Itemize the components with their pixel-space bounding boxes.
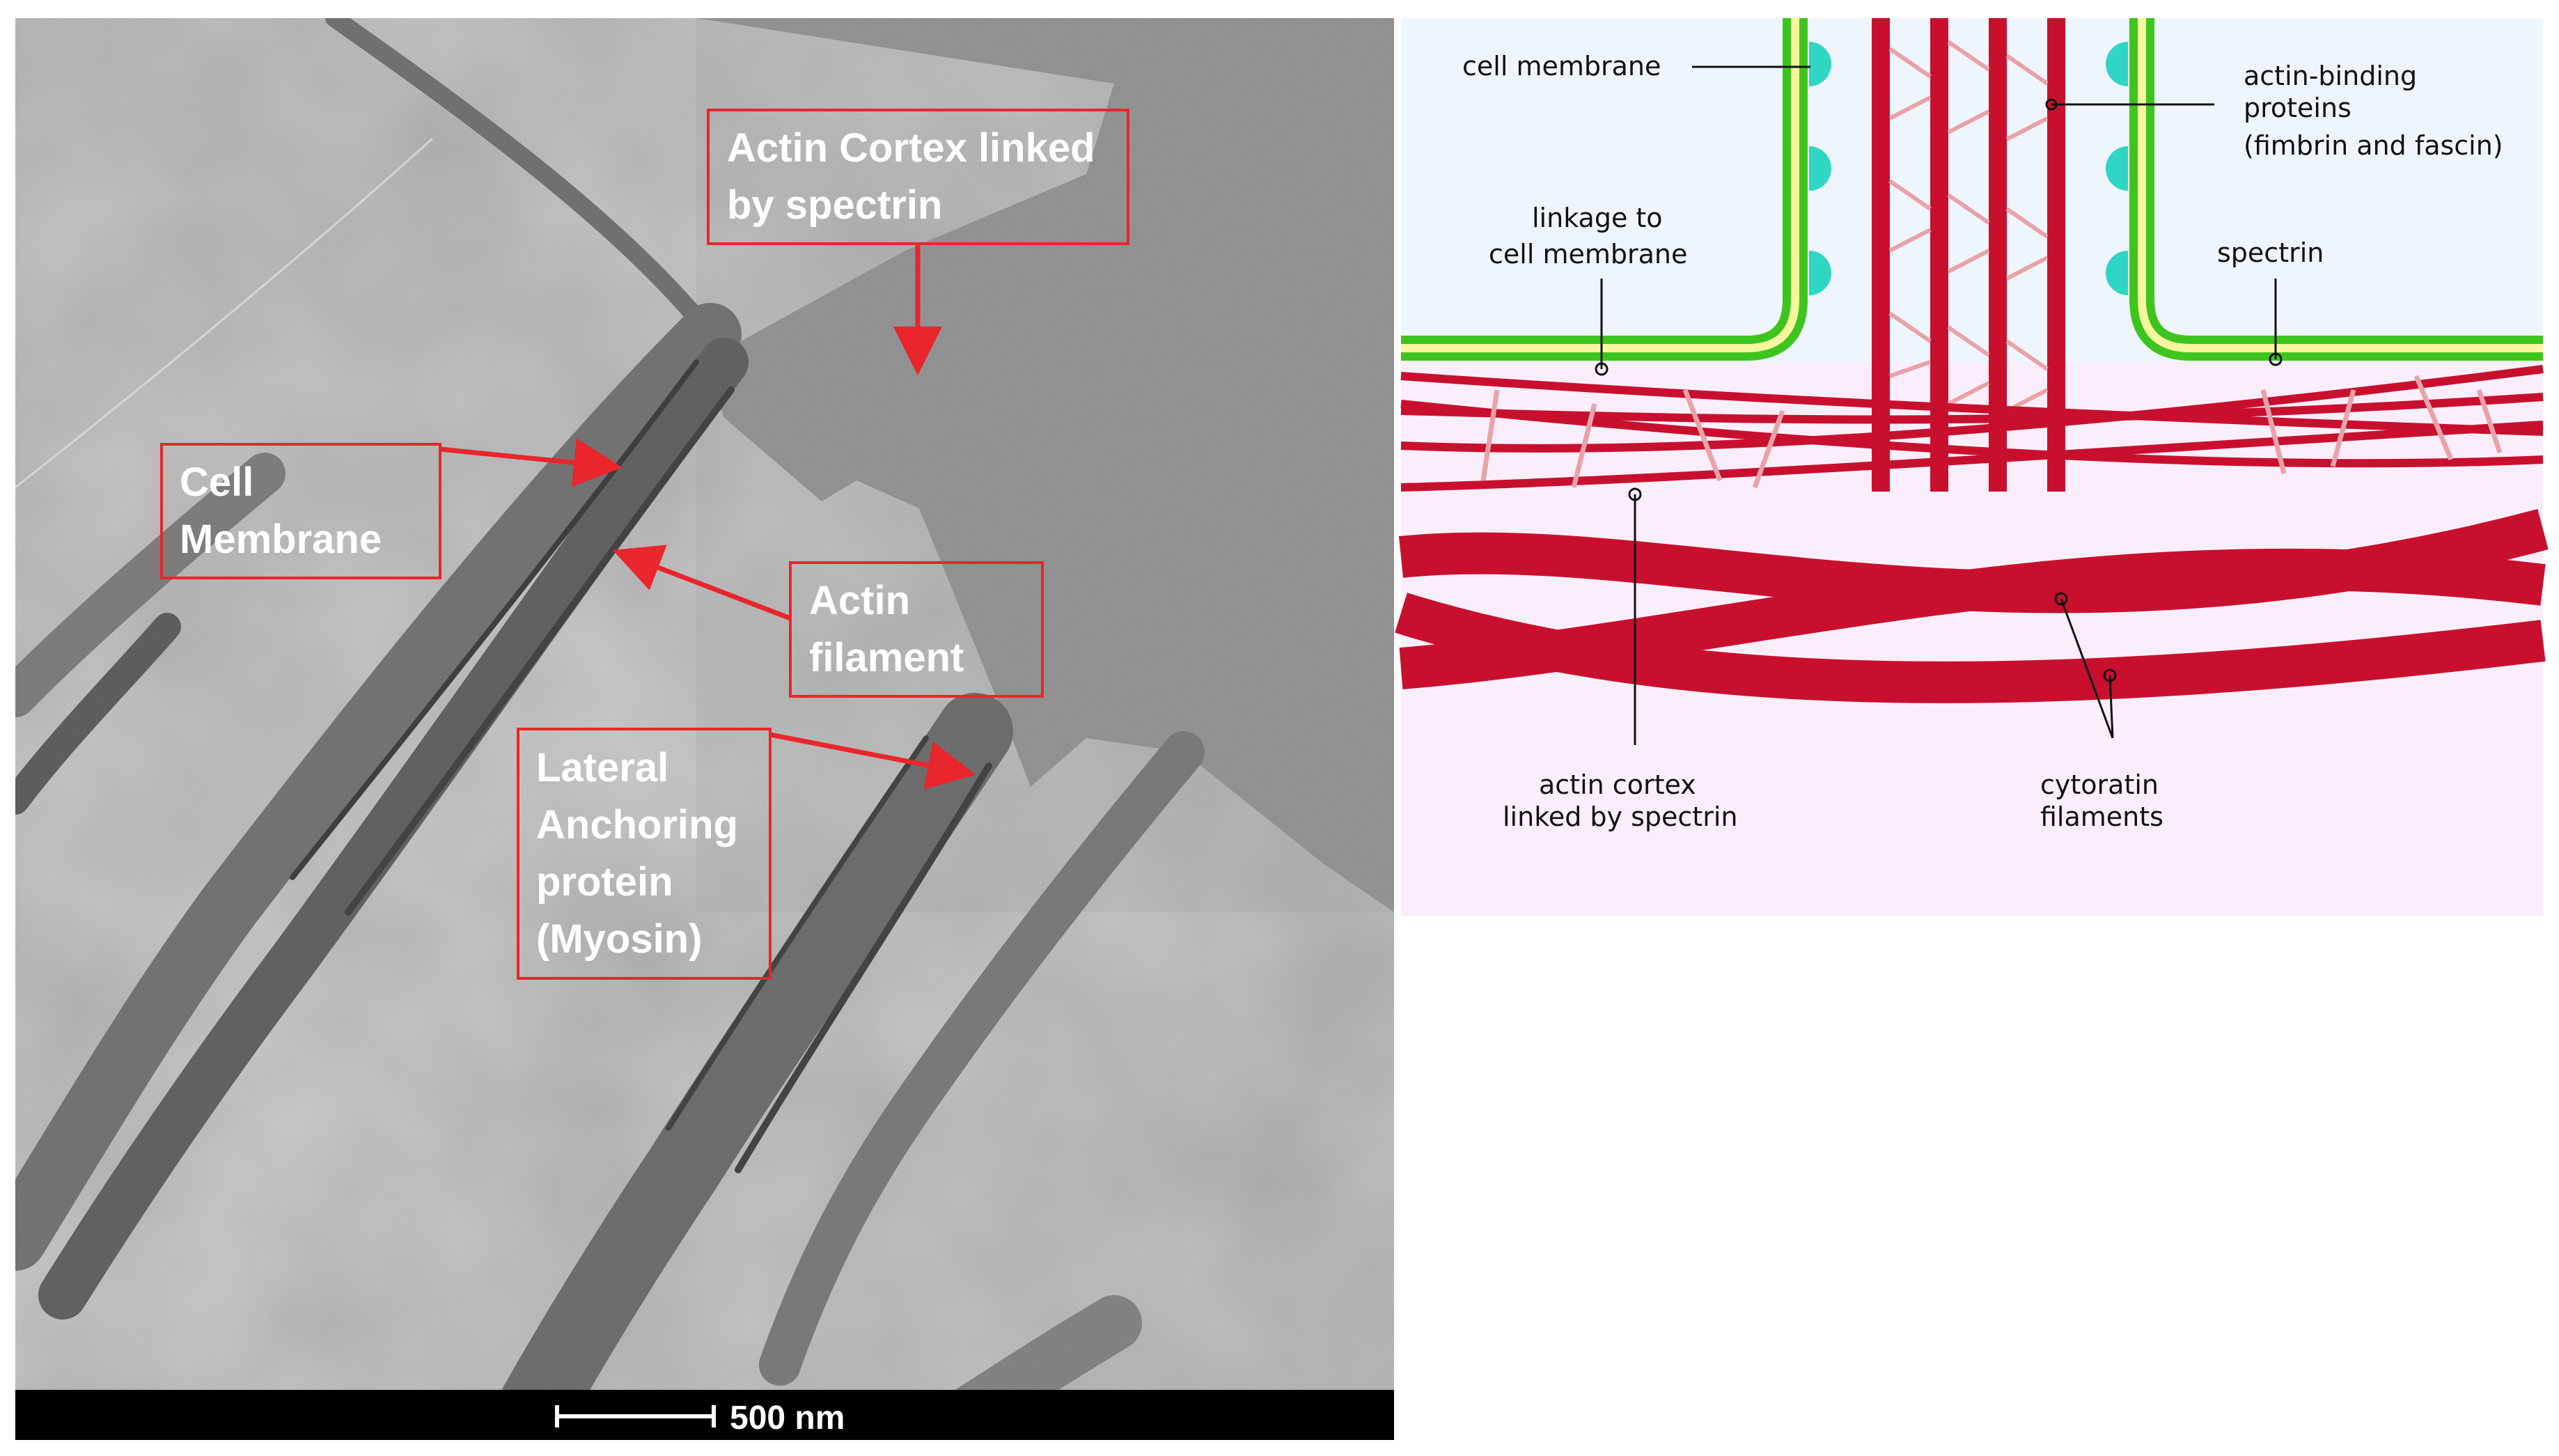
- callout-cell-membrane-arrow: [439, 438, 623, 487]
- core-crosslinks: [1888, 40, 2049, 413]
- actin-binding-proteins: [1809, 42, 2128, 295]
- callout-actin-filament-box: [789, 561, 1044, 698]
- cell-membrane-shape: [1401, 18, 2543, 361]
- callout-actin-filament: Actin filament: [612, 545, 1044, 698]
- callout-actin-filament-line-1: Actin: [809, 578, 910, 623]
- cytokeratin-filaments: [1395, 509, 2549, 703]
- label-actin-binding-2: proteins: [2244, 93, 2351, 123]
- callout-actin-filament-line-2: filament: [809, 635, 964, 680]
- callout-actin-cortex: Actin Cortex linked by spectrin: [707, 109, 1129, 375]
- label-actin-binding-1: actin-binding: [2244, 61, 2417, 91]
- label-actin-cortex-1: actin cortex: [1539, 769, 1696, 800]
- callout-cell-membrane-line-1: Cell: [180, 460, 253, 505]
- callout-lateral-anchoring-line-4: (Myosin): [536, 916, 702, 962]
- schematic-labels: cell membrane actin-binding proteins (fi…: [1462, 51, 2503, 832]
- callout-lateral-anchoring-box: [517, 728, 772, 980]
- label-linkage-2: cell membrane: [1489, 239, 1687, 269]
- label-spectrin: spectrin: [2217, 237, 2324, 268]
- core-filament-2: [1930, 18, 1948, 492]
- callout-lateral-anchoring-line-1: Lateral: [536, 745, 668, 790]
- label-linkage-1: linkage to: [1532, 203, 1663, 233]
- callout-lateral-anchoring: Lateral Anchoring protein (Myosin): [517, 728, 976, 980]
- cytoskeleton-schematic: cell membrane actin-binding proteins (fi…: [1395, 18, 2549, 916]
- electron-micrograph: [15, 18, 1394, 1419]
- micrograph-callouts: Actin Cortex linked by spectrin Cell Mem…: [160, 109, 1129, 980]
- callout-actin-cortex-line-2: by spectrin: [727, 182, 942, 228]
- label-cytokeratin-2: filaments: [2040, 801, 2163, 832]
- spectrin-links: [1480, 375, 2503, 489]
- label-actin-cortex-2: linked by spectrin: [1503, 801, 1737, 832]
- callout-cell-membrane: Cell Membrane: [160, 438, 623, 579]
- core-filament-1: [1872, 18, 1890, 492]
- scale-bar: 500 nm: [15, 1393, 1394, 1440]
- callout-lateral-anchoring-arrow: [769, 732, 976, 790]
- callout-actin-filament-arrow: [612, 545, 792, 621]
- callout-cell-membrane-line-2: Membrane: [180, 517, 382, 562]
- callout-actin-cortex-line-1: Actin Cortex linked: [727, 125, 1095, 171]
- label-cell-membrane: cell membrane: [1462, 51, 1661, 81]
- schematic-leader-lines: [1595, 65, 2283, 745]
- label-cytokeratin-1: cytoratin: [2040, 769, 2159, 800]
- callout-lateral-anchoring-line-3: protein: [536, 859, 673, 905]
- micrograph-grain: [15, 18, 1394, 1419]
- callout-cell-membrane-box: [160, 443, 441, 579]
- label-actin-binding-3: (fimbrin and fascin): [2244, 130, 2503, 161]
- scale-bar-label: 500 nm: [730, 1400, 845, 1437]
- callout-lateral-anchoring-line-2: Anchoring: [536, 802, 738, 847]
